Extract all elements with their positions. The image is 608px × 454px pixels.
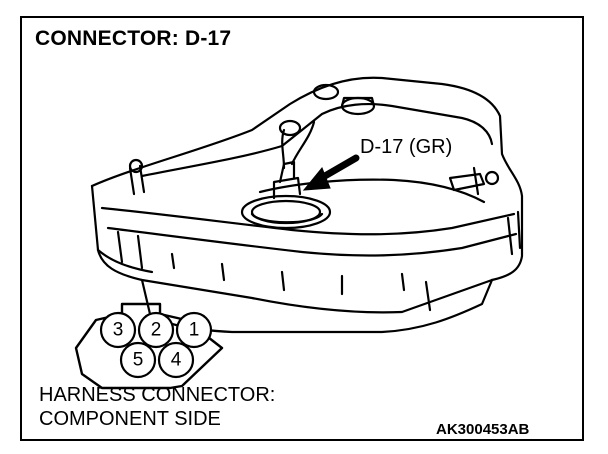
harness-connector-outline <box>74 302 224 390</box>
caption-line-2: COMPONENT SIDE <box>39 408 221 430</box>
callout-arrow <box>302 154 360 191</box>
pin-3 <box>99 311 137 349</box>
pin-5 <box>119 341 157 379</box>
pin-label-3: 3 <box>113 320 124 341</box>
tank-left-face <box>90 184 494 314</box>
pin-label-2: 2 <box>151 320 162 341</box>
pin-1 <box>175 311 213 349</box>
connector-callout-label: D-17 (GR) <box>360 136 453 158</box>
tank-outline <box>90 76 524 282</box>
connector-pin-layout: 3 2 1 5 4 <box>99 311 213 379</box>
pin-4 <box>157 341 195 379</box>
right-fitting <box>448 172 486 192</box>
pump-ring <box>240 194 332 230</box>
diagram-frame: CONNECTOR: D-17 D-17 (GR) 3 2 1 5 4 HARN… <box>20 16 584 441</box>
pin-2 <box>137 311 175 349</box>
connector-title: CONNECTOR: D-17 <box>35 27 232 50</box>
figure-code: AK300453AB <box>436 421 530 438</box>
pin-label-1: 1 <box>189 320 200 341</box>
fuel-tank-illustration <box>74 76 524 390</box>
caption-line-1: HARNESS CONNECTOR: <box>39 384 276 406</box>
pin-label-5: 5 <box>133 350 144 371</box>
pin-label-4: 4 <box>171 350 182 371</box>
